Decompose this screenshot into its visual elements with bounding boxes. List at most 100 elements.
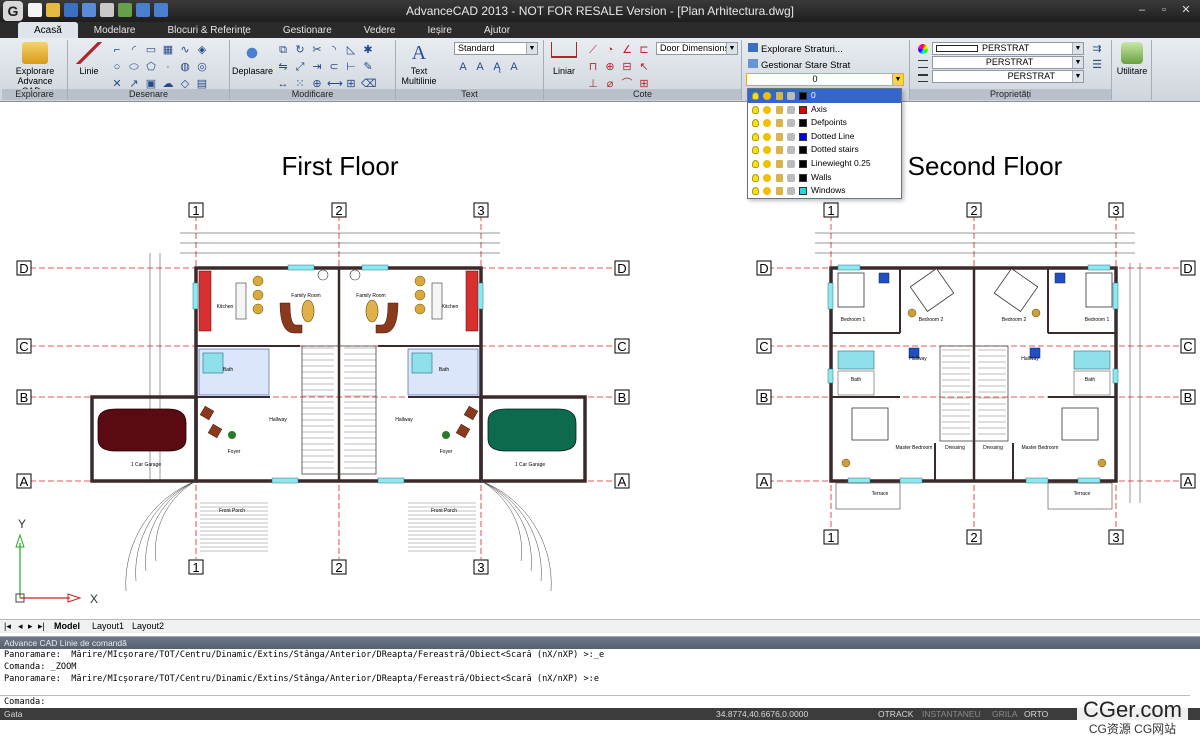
- text-multilinie-button[interactable]: A Text Multilinie: [401, 42, 437, 86]
- dim-ordinate-icon[interactable]: ⊥: [588, 78, 598, 90]
- arc-icon[interactable]: ◜: [131, 44, 137, 56]
- layer-color-swatch[interactable]: [799, 173, 807, 182]
- gestionar-stare-strat-button[interactable]: Gestionar Stare Strat: [748, 59, 850, 72]
- layer-lock-icon[interactable]: [776, 105, 783, 114]
- break-icon[interactable]: ⊢: [346, 61, 356, 73]
- layer-color-swatch[interactable]: [799, 159, 807, 168]
- layer-color-swatch[interactable]: [799, 187, 807, 196]
- match-properties-icon[interactable]: ⇉: [1092, 43, 1102, 55]
- polygon-icon[interactable]: ⬠: [146, 61, 156, 73]
- layer-lock-icon[interactable]: [776, 187, 783, 196]
- align-icon[interactable]: ⊞: [346, 78, 356, 90]
- layer-visibility-icon[interactable]: [752, 187, 759, 196]
- liniar-button[interactable]: Liniar: [546, 42, 582, 76]
- layer-visibility-icon[interactable]: [752, 173, 759, 182]
- print-icon[interactable]: [100, 3, 114, 17]
- layer-freeze-icon[interactable]: [763, 132, 771, 141]
- layer-freeze-icon[interactable]: [763, 159, 771, 168]
- dim-arc-icon[interactable]: ⌒: [621, 78, 633, 90]
- otrack-toggle[interactable]: OTRACK: [878, 709, 914, 719]
- table-icon[interactable]: ▤: [196, 78, 208, 90]
- tab-acasa[interactable]: Acasă: [18, 22, 78, 38]
- hatch-icon[interactable]: ▦: [162, 44, 174, 56]
- explode-icon[interactable]: ✱: [363, 44, 373, 56]
- layer-row[interactable]: Walls: [748, 171, 901, 185]
- dim-aligned-icon[interactable]: ⟋: [589, 44, 597, 56]
- layer-color-swatch[interactable]: [799, 146, 807, 155]
- join-icon[interactable]: ⊕: [312, 78, 322, 90]
- tab-modelare[interactable]: Modelare: [93, 25, 136, 36]
- layer-lock-icon[interactable]: [776, 119, 783, 128]
- layer-row[interactable]: Axis: [748, 103, 901, 117]
- layer-freeze-icon[interactable]: [763, 173, 771, 182]
- orto-toggle[interactable]: ORTO: [1024, 709, 1049, 719]
- layer-color-swatch[interactable]: [799, 132, 807, 141]
- layer-lock-icon[interactable]: [776, 173, 783, 182]
- region-icon[interactable]: ◍: [180, 61, 190, 73]
- text-edit-icon[interactable]: A: [459, 61, 467, 73]
- layer-plot-icon[interactable]: [787, 159, 795, 168]
- point-icon[interactable]: ·: [166, 61, 170, 73]
- dim-radius-icon[interactable]: ◔: [606, 44, 614, 56]
- layer-visibility-icon[interactable]: [752, 146, 759, 155]
- minimize-icon[interactable]: –: [1138, 4, 1146, 16]
- layer-freeze-icon[interactable]: [763, 92, 771, 100]
- layer-freeze-icon[interactable]: [763, 187, 771, 196]
- layer-freeze-icon[interactable]: [763, 146, 771, 155]
- layer-row[interactable]: 0: [748, 89, 901, 103]
- text-spell-icon[interactable]: A: [510, 61, 518, 73]
- offset-icon[interactable]: ⊂: [329, 61, 339, 73]
- text-scale-icon[interactable]: Ą: [493, 61, 501, 73]
- donut-icon[interactable]: ◎: [197, 61, 207, 73]
- circle-icon[interactable]: ○: [113, 61, 121, 73]
- dim-leader-icon[interactable]: ↖: [639, 61, 649, 73]
- layer-lock-icon[interactable]: [776, 146, 783, 155]
- close-icon[interactable]: ✕: [1181, 4, 1191, 16]
- tab-first-icon[interactable]: |◂: [4, 621, 11, 631]
- layer-row[interactable]: Windows: [748, 184, 901, 198]
- tab-last-icon[interactable]: ▸|: [38, 621, 45, 631]
- erase-icon[interactable]: ⌫: [361, 78, 377, 90]
- dim-diameter-icon[interactable]: ⌀: [606, 78, 614, 90]
- tab-vedere[interactable]: Vedere: [363, 25, 396, 36]
- revcloud-icon[interactable]: ☁: [162, 78, 174, 90]
- layer-plot-icon[interactable]: [787, 173, 795, 182]
- deplasare-button[interactable]: Deplasare: [232, 42, 273, 76]
- save-as-icon[interactable]: [82, 3, 96, 17]
- lineweight-select[interactable]: PERSTRAT ▼: [932, 70, 1084, 83]
- text-find-icon[interactable]: A: [476, 61, 484, 73]
- array-icon[interactable]: ⁙: [295, 78, 305, 90]
- wipeout-icon[interactable]: ◇: [180, 78, 190, 90]
- copy-icon[interactable]: ⧉: [279, 44, 287, 56]
- linie-button[interactable]: Linie: [72, 42, 106, 76]
- tab-iesire[interactable]: Ieșire: [427, 25, 452, 36]
- extend-icon[interactable]: ⇥: [312, 61, 322, 73]
- layer-visibility-icon[interactable]: [752, 132, 759, 141]
- boundary-icon[interactable]: ▣: [145, 78, 157, 90]
- layer-row[interactable]: Dotted Line: [748, 130, 901, 144]
- layer-plot-icon[interactable]: [787, 92, 795, 100]
- mirror-icon[interactable]: ⇋: [278, 61, 288, 73]
- stretch-icon[interactable]: ↔: [277, 78, 289, 90]
- chamfer-icon[interactable]: ◺: [346, 44, 356, 56]
- color-select[interactable]: PERSTRAT ▼: [932, 42, 1084, 55]
- dim-tolerance-icon[interactable]: ⊟: [622, 61, 632, 73]
- scale-icon[interactable]: ⤢: [295, 61, 305, 73]
- layer-plot-icon[interactable]: [787, 146, 795, 155]
- layer-color-swatch[interactable]: [799, 92, 807, 100]
- layer-visibility-icon[interactable]: [752, 92, 759, 100]
- command-input[interactable]: Comanda:: [0, 695, 1190, 708]
- tab-layout2[interactable]: Layout2: [132, 621, 165, 631]
- instantaneu-toggle[interactable]: INSTANTANEU: [922, 709, 981, 719]
- block-icon[interactable]: ◈: [197, 44, 207, 56]
- layer-color-swatch[interactable]: [799, 105, 807, 114]
- layer-freeze-icon[interactable]: [763, 105, 771, 114]
- tab-next-icon[interactable]: ▸: [28, 621, 33, 631]
- layer-color-swatch[interactable]: [799, 119, 807, 128]
- rotate-icon[interactable]: ↻: [295, 44, 305, 56]
- layer-visibility-icon[interactable]: [752, 119, 759, 128]
- layer-visibility-icon[interactable]: [752, 105, 759, 114]
- edit-icon[interactable]: ✎: [363, 61, 373, 73]
- layer-plot-icon[interactable]: [787, 187, 795, 196]
- maximize-icon[interactable]: ▫: [1162, 4, 1166, 16]
